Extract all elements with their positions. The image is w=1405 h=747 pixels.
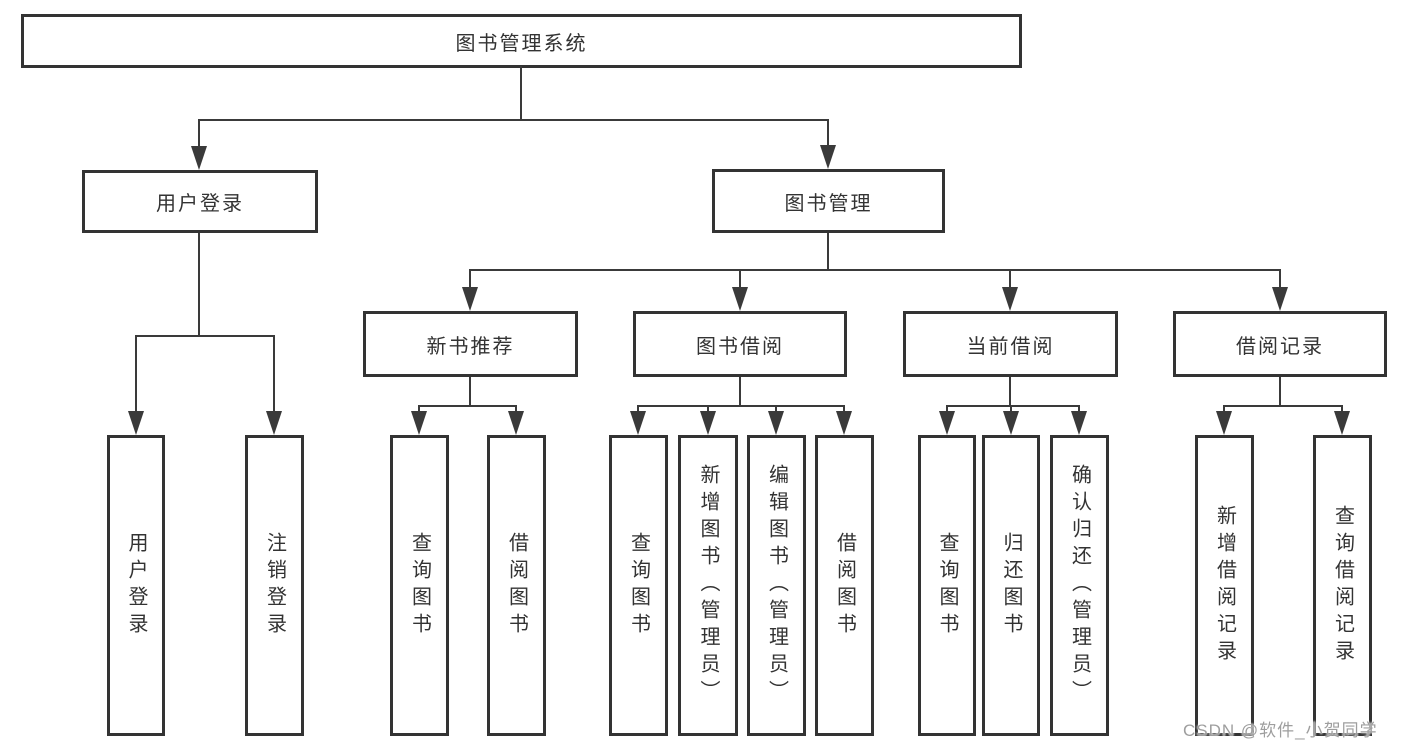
connector-segment — [198, 233, 200, 337]
node-borrow-records: 借阅记录 — [1173, 311, 1387, 377]
arrowhead-down — [1272, 287, 1288, 311]
leaf-return-books: 归还图书 — [982, 435, 1040, 736]
connector-segment — [135, 335, 137, 413]
leaf-recommend-query-books: 查询图书 — [390, 435, 449, 736]
node-borrow-records-label: 借阅记录 — [1236, 335, 1324, 358]
connector-segment — [946, 405, 1079, 407]
arrowhead-down — [630, 411, 646, 435]
leaf-return-books-label: 归还图书 — [1000, 531, 1022, 640]
leaf-borrow-query-books: 查询图书 — [609, 435, 668, 736]
connector-segment — [1010, 405, 1012, 413]
connector-segment — [469, 269, 1281, 271]
connector-segment — [1279, 269, 1281, 289]
connector-segment — [775, 405, 777, 413]
node-new-book-recommend: 新书推荐 — [363, 311, 578, 377]
connector-segment — [827, 119, 829, 147]
connector-segment — [469, 269, 471, 289]
node-new-book-recommend-label: 新书推荐 — [426, 335, 515, 358]
node-book-borrow-label: 图书借阅 — [696, 335, 784, 358]
connector-segment — [515, 405, 517, 413]
node-root-label: 图书管理系统 — [455, 32, 588, 55]
connector-segment — [273, 335, 275, 413]
leaf-add-borrow-record-label: 新增借阅记录 — [1213, 504, 1236, 667]
arrowhead-down — [191, 146, 207, 170]
connector-segment — [520, 66, 522, 121]
leaf-user-login-label: 用户登录 — [125, 531, 147, 640]
node-current-borrow: 当前借阅 — [903, 311, 1118, 377]
connector-segment — [1223, 405, 1225, 413]
arrowhead-down — [1003, 411, 1019, 435]
connector-segment — [637, 405, 845, 407]
arrowhead-down — [1334, 411, 1350, 435]
leaf-query-borrow-record: 查询借阅记录 — [1313, 435, 1372, 736]
connector-segment — [198, 119, 200, 148]
leaf-confirm-return-admin-label: 确认归还（管理员） — [1068, 464, 1091, 707]
node-user-login-label: 用户登录 — [156, 193, 244, 215]
connector-segment — [418, 405, 420, 413]
connector-segment — [469, 377, 471, 407]
node-book-management: 图书管理 — [712, 169, 945, 233]
connector-segment — [1009, 269, 1011, 289]
leaf-user-login: 用户登录 — [107, 435, 165, 736]
arrowhead-down — [266, 411, 282, 435]
node-current-borrow-label: 当前借阅 — [966, 335, 1055, 358]
leaf-logout: 注销登录 — [245, 435, 304, 736]
leaf-logout-label: 注销登录 — [263, 531, 286, 640]
arrowhead-down — [508, 411, 524, 435]
connector-segment — [418, 405, 517, 407]
arrowhead-down — [700, 411, 716, 435]
leaf-add-books-admin-label: 新增图书（管理员） — [697, 464, 719, 707]
leaf-borrow-books: 借阅图书 — [815, 435, 874, 736]
arrowhead-down — [732, 287, 748, 311]
connector-segment — [1078, 405, 1080, 413]
node-book-borrow: 图书借阅 — [633, 311, 847, 377]
leaf-edit-books-admin-label: 编辑图书（管理员） — [765, 464, 788, 707]
arrowhead-down — [411, 411, 427, 435]
connector-segment — [827, 233, 829, 271]
leaf-recommend-borrow-books-label: 借阅图书 — [505, 531, 528, 640]
connector-segment — [739, 377, 741, 407]
connector-segment — [1009, 377, 1011, 407]
connector-segment — [707, 405, 709, 413]
leaf-add-borrow-record: 新增借阅记录 — [1195, 435, 1254, 736]
arrowhead-down — [128, 411, 144, 435]
csdn-watermark: CSDN @软件_小贺同学 — [1183, 721, 1378, 740]
connector-segment — [1341, 405, 1343, 413]
leaf-confirm-return-admin: 确认归还（管理员） — [1050, 435, 1109, 736]
connector-segment — [637, 405, 639, 413]
arrowhead-down — [1071, 411, 1087, 435]
connector-segment — [739, 269, 741, 289]
connector-segment — [135, 335, 274, 337]
leaf-recommend-borrow-books: 借阅图书 — [487, 435, 546, 736]
leaf-borrow-query-books-label: 查询图书 — [627, 531, 650, 640]
connector-segment — [1223, 405, 1342, 407]
connector-segment — [198, 119, 829, 121]
connector-segment — [946, 405, 948, 413]
leaf-recommend-query-books-label: 查询图书 — [408, 531, 431, 640]
arrowhead-down — [1216, 411, 1232, 435]
arrowhead-down — [462, 287, 478, 311]
connector-segment — [1279, 377, 1281, 407]
arrowhead-down — [768, 411, 784, 435]
arrowhead-down — [1002, 287, 1018, 311]
arrowhead-down — [939, 411, 955, 435]
leaf-current-query-books: 查询图书 — [918, 435, 976, 736]
leaf-current-query-books-label: 查询图书 — [936, 531, 958, 640]
leaf-edit-books-admin: 编辑图书（管理员） — [747, 435, 806, 736]
node-root: 图书管理系统 — [21, 14, 1022, 68]
connector-segment — [843, 405, 845, 413]
leaf-query-borrow-record-label: 查询借阅记录 — [1331, 504, 1354, 667]
node-book-management-label: 图书管理 — [784, 192, 873, 215]
arrowhead-down — [820, 145, 836, 169]
node-user-login: 用户登录 — [82, 170, 318, 233]
arrowhead-down — [836, 411, 852, 435]
leaf-borrow-books-label: 借阅图书 — [833, 531, 856, 640]
leaf-add-books-admin: 新增图书（管理员） — [678, 435, 738, 736]
